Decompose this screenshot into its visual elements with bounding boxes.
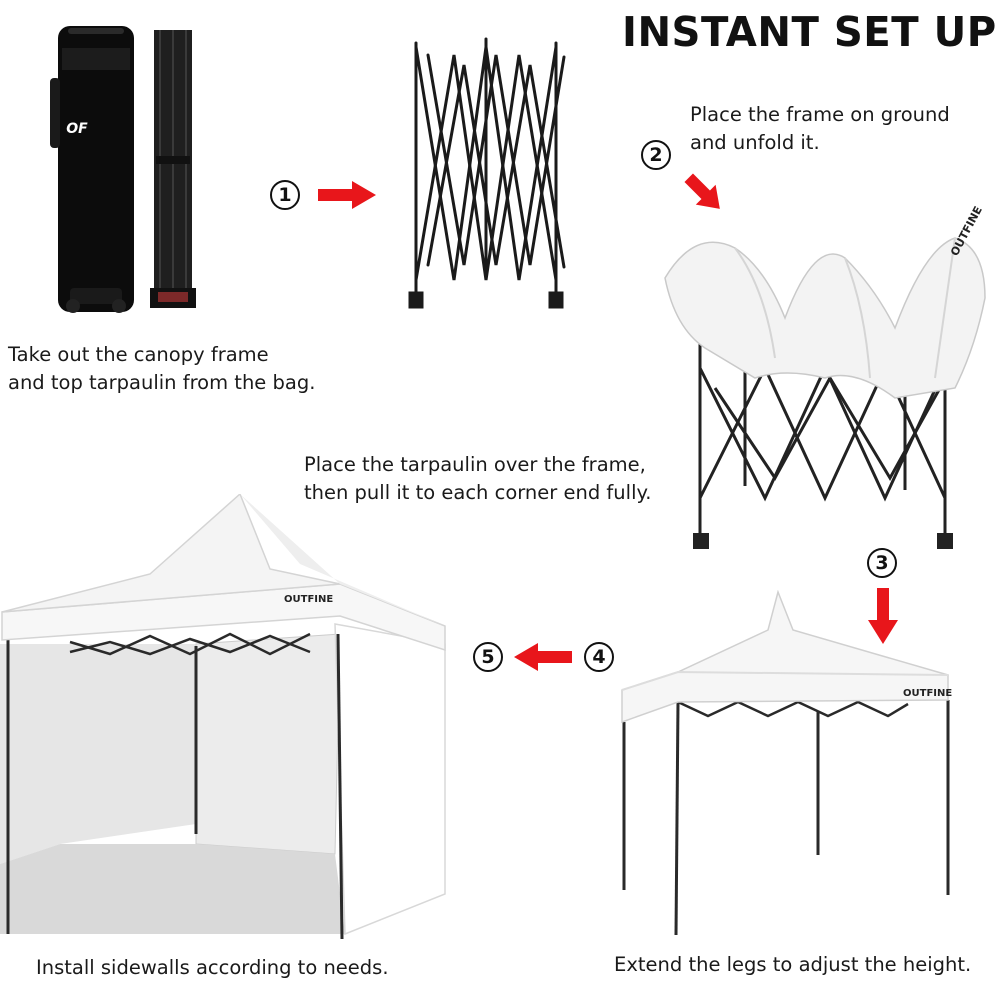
carry-bag-image <box>40 18 200 318</box>
bag-brand-label: OUTFINE <box>17 185 35 266</box>
arrow-down-icon <box>868 588 898 644</box>
step-number-2: 2 <box>641 140 671 170</box>
arrow-down-right-icon <box>682 170 728 218</box>
step-number-4: 4 <box>584 642 614 672</box>
step-2-caption: Place the frame on ground and unfold it. <box>690 101 950 157</box>
step-number-1: 1 <box>270 180 300 210</box>
step-1-caption: Take out the canopy frame and top tarpau… <box>8 341 315 397</box>
step-number-5: 5 <box>473 642 503 672</box>
step-2-caption-line2: and unfold it. <box>690 131 820 154</box>
tarp-on-frame-image <box>655 228 990 558</box>
step-number-3: 3 <box>867 548 897 578</box>
canopy-with-sidewalls-image <box>0 494 450 944</box>
unfolding-frame-image <box>404 35 574 310</box>
step-3-caption-line1: Place the tarpaulin over the frame, <box>304 453 646 476</box>
step-3-caption-line2: then pull it to each corner end fully. <box>304 481 652 504</box>
bag-logo-icon: OF <box>66 121 88 137</box>
page-title: INSTANT SET UP <box>622 8 997 56</box>
arrow-right-icon <box>318 181 376 209</box>
extended-canopy-image <box>618 590 958 940</box>
canopy-brand-label-4: OUTFINE <box>903 688 953 699</box>
step-1-caption-line1: Take out the canopy frame <box>8 343 269 366</box>
canopy-brand-label-5: OUTFINE <box>284 594 334 605</box>
step-5-caption: Install sidewalls according to needs. <box>36 956 389 979</box>
step-3-caption: Place the tarpaulin over the frame, then… <box>304 451 651 507</box>
folded-frame-image <box>148 26 198 316</box>
step-1-caption-line2: and top tarpaulin from the bag. <box>8 371 316 394</box>
step-2-caption-line1: Place the frame on ground <box>690 103 950 126</box>
arrow-left-icon <box>514 643 572 671</box>
step-4-caption: Extend the legs to adjust the height. <box>614 953 972 976</box>
